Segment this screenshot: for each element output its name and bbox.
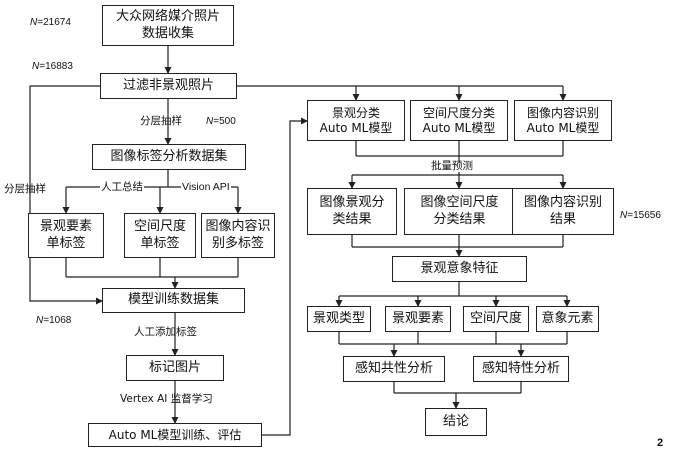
box-conclusion: 结论: [425, 408, 487, 436]
page-number: 2: [657, 437, 664, 449]
label-batch-prediction: 批量预测: [430, 160, 474, 172]
count-training: N=1068: [36, 315, 72, 326]
count-filtered: N=16883: [32, 61, 73, 72]
box-model-landscape-class: 景观分类 Auto ML模型: [307, 100, 405, 141]
count-predicted: N=15656: [620, 210, 661, 221]
box-result-landscape: 图像景观分 类结果: [307, 188, 397, 235]
box-common-analysis: 感知共性分析: [343, 356, 445, 382]
box-data-collection: 大众网络媒介照片 数据收集: [102, 5, 234, 46]
box-model-content-recognition: 图像内容识别 Auto ML模型: [514, 100, 612, 141]
box-content-multi-label: 图像内容识 别多标签: [201, 213, 275, 258]
count-sampled: N=500: [206, 116, 236, 127]
box-image-tag-dataset: 图像标签分析数据集: [92, 144, 246, 170]
box-automl-training: Auto ML模型训练、评估: [88, 423, 262, 447]
label-vertex-ai: Vertex AI 监督学习: [120, 393, 213, 405]
box-landscape-type: 景观类型: [307, 306, 371, 332]
box-landscape-element: 景观要素: [385, 306, 451, 332]
label-manual-summary: 人工总结: [100, 181, 144, 193]
box-marked-images: 标记图片: [126, 355, 224, 381]
box-landscape-imagery-feature: 景观意象特征: [392, 256, 527, 282]
label-stratified-sampling-left: 分层抽样: [4, 183, 46, 195]
box-specific-analysis: 感知特性分析: [473, 356, 569, 382]
arrow-automl-to-models: [262, 117, 308, 436]
box-imagery-element: 意象元素: [536, 306, 599, 332]
label-stratified-sampling-top: 分层抽样: [140, 115, 182, 127]
box-result-content: 图像内容识别 结果: [512, 188, 614, 235]
box-model-spatial-class: 空间尺度分类 Auto ML模型: [410, 100, 508, 141]
box-model-training-dataset: 模型训练数据集: [102, 288, 245, 313]
label-vision-api: Vision API: [181, 181, 231, 193]
count-collected: N=21674: [30, 17, 71, 28]
box-spatial-single-label: 空间尺度 单标签: [124, 213, 196, 258]
box-spatial-scale: 空间尺度: [463, 306, 529, 332]
box-result-spatial: 图像空间尺度 分类结果: [404, 188, 515, 235]
label-manual-tagging: 人工添加标签: [134, 326, 197, 338]
box-landscape-single-label: 景观要素 单标签: [28, 213, 104, 258]
arrow-stratified-loop: [29, 85, 103, 305]
box-filter-non-landscape: 过滤非景观照片: [100, 73, 237, 99]
